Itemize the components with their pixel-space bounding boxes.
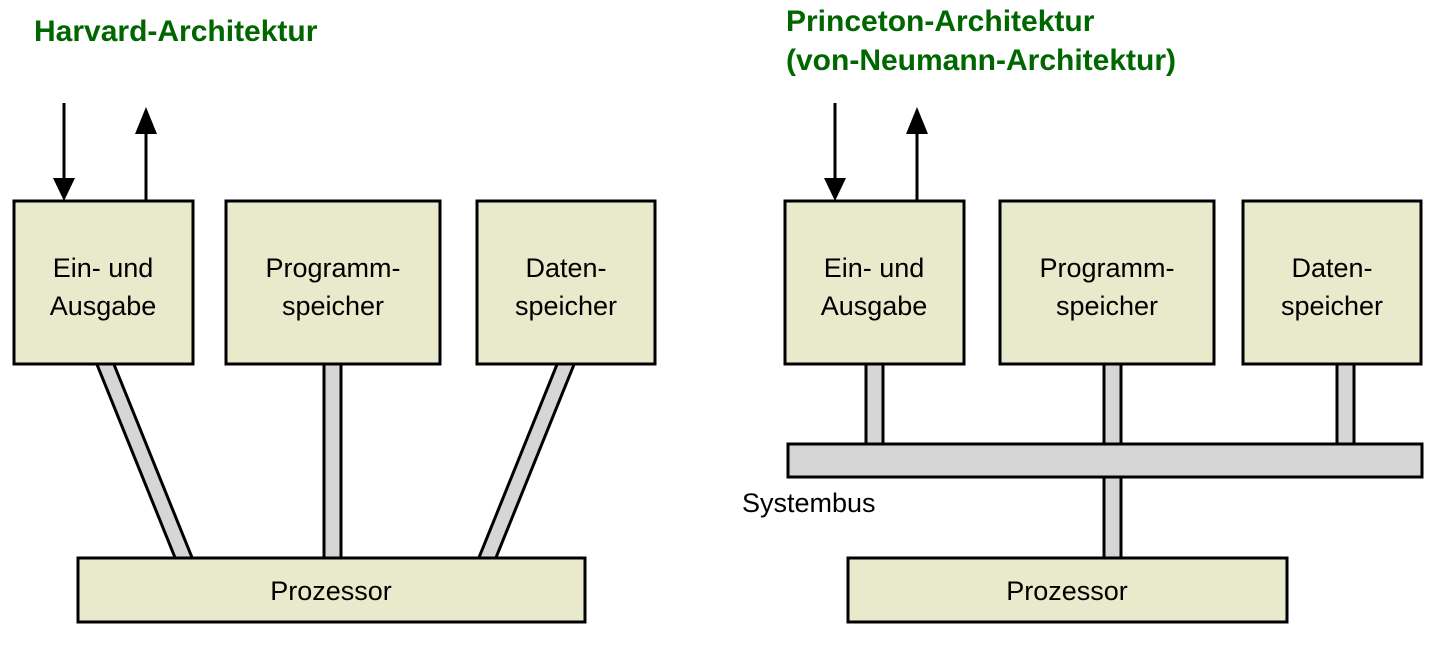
- harvard-block-data-memory-line2: speicher: [515, 291, 617, 321]
- harvard-processor-rect[interactable]: [76, 556, 587, 624]
- princeton-bus-io-drop: [864, 360, 885, 448]
- princeton-block-data-memory-rect[interactable]: [1241, 199, 1423, 366]
- princeton-bus-program-drop: [1102, 360, 1123, 448]
- harvard-block-program-memory[interactable]: Programm- speicher: [224, 199, 442, 366]
- princeton-bus-processor-drop: [1102, 468, 1123, 564]
- princeton-block-io-line1: Ein- und: [824, 253, 925, 283]
- princeton-block-program-memory-line1: Programm-: [1039, 253, 1174, 283]
- arrow-up-icon-head: [135, 107, 157, 134]
- princeton-panel: Princeton-Architektur (von-Neumann-Archi…: [742, 5, 1424, 624]
- princeton-title-line2: (von-Neumann-Architektur): [786, 44, 1176, 77]
- harvard-block-io[interactable]: Ein- und Ausgabe: [12, 199, 195, 366]
- harvard-block-data-memory-rect[interactable]: [475, 199, 657, 366]
- arrow-up-icon-head: [906, 107, 928, 134]
- princeton-block-io[interactable]: Ein- und Ausgabe: [783, 199, 966, 366]
- princeton-system-bus-label: Systembus: [742, 488, 876, 518]
- harvard-bus-program: [322, 360, 343, 562]
- harvard-panel: Harvard-Architektur Ein- und Ausgabe Pro…: [12, 15, 657, 624]
- princeton-block-program-memory-rect[interactable]: [998, 199, 1216, 366]
- harvard-input-arrow: [53, 103, 75, 201]
- princeton-processor[interactable]: Prozessor: [846, 556, 1289, 624]
- harvard-block-data-memory-line1: Daten-: [525, 253, 606, 283]
- harvard-block-io-line1: Ein- und: [53, 253, 154, 283]
- princeton-block-io-line2: Ausgabe: [821, 291, 928, 321]
- arrow-down-icon-head: [824, 178, 846, 201]
- harvard-bus-data: [475, 360, 578, 562]
- harvard-block-io-line2: Ausgabe: [50, 291, 157, 321]
- harvard-output-arrow: [135, 107, 157, 201]
- princeton-block-data-memory-line1: Daten-: [1291, 253, 1372, 283]
- harvard-block-data-memory[interactable]: Daten- speicher: [475, 199, 657, 366]
- harvard-bus-io: [93, 360, 196, 562]
- harvard-block-io-rect[interactable]: [12, 199, 195, 366]
- princeton-block-program-memory[interactable]: Programm- speicher: [998, 199, 1216, 366]
- arrow-down-icon-head: [53, 178, 75, 201]
- princeton-processor-label: Prozessor: [1006, 576, 1128, 606]
- princeton-processor-rect[interactable]: [846, 556, 1289, 624]
- harvard-block-program-memory-line1: Programm-: [265, 253, 400, 283]
- harvard-block-program-memory-line2: speicher: [282, 291, 384, 321]
- princeton-bus-data-drop: [1335, 360, 1356, 448]
- princeton-input-arrow: [824, 103, 846, 201]
- harvard-processor[interactable]: Prozessor: [76, 556, 587, 624]
- harvard-title-line1: Harvard-Architektur: [34, 15, 318, 48]
- harvard-processor-label: Prozessor: [270, 576, 392, 606]
- princeton-block-data-memory[interactable]: Daten- speicher: [1241, 199, 1423, 366]
- princeton-block-data-memory-line2: speicher: [1281, 291, 1383, 321]
- princeton-block-program-memory-line2: speicher: [1056, 291, 1158, 321]
- princeton-block-io-rect[interactable]: [783, 199, 966, 366]
- princeton-title-line1: Princeton-Architektur: [786, 5, 1095, 38]
- princeton-system-bus: [786, 442, 1424, 479]
- princeton-output-arrow: [906, 107, 928, 201]
- harvard-block-program-memory-rect[interactable]: [224, 199, 442, 366]
